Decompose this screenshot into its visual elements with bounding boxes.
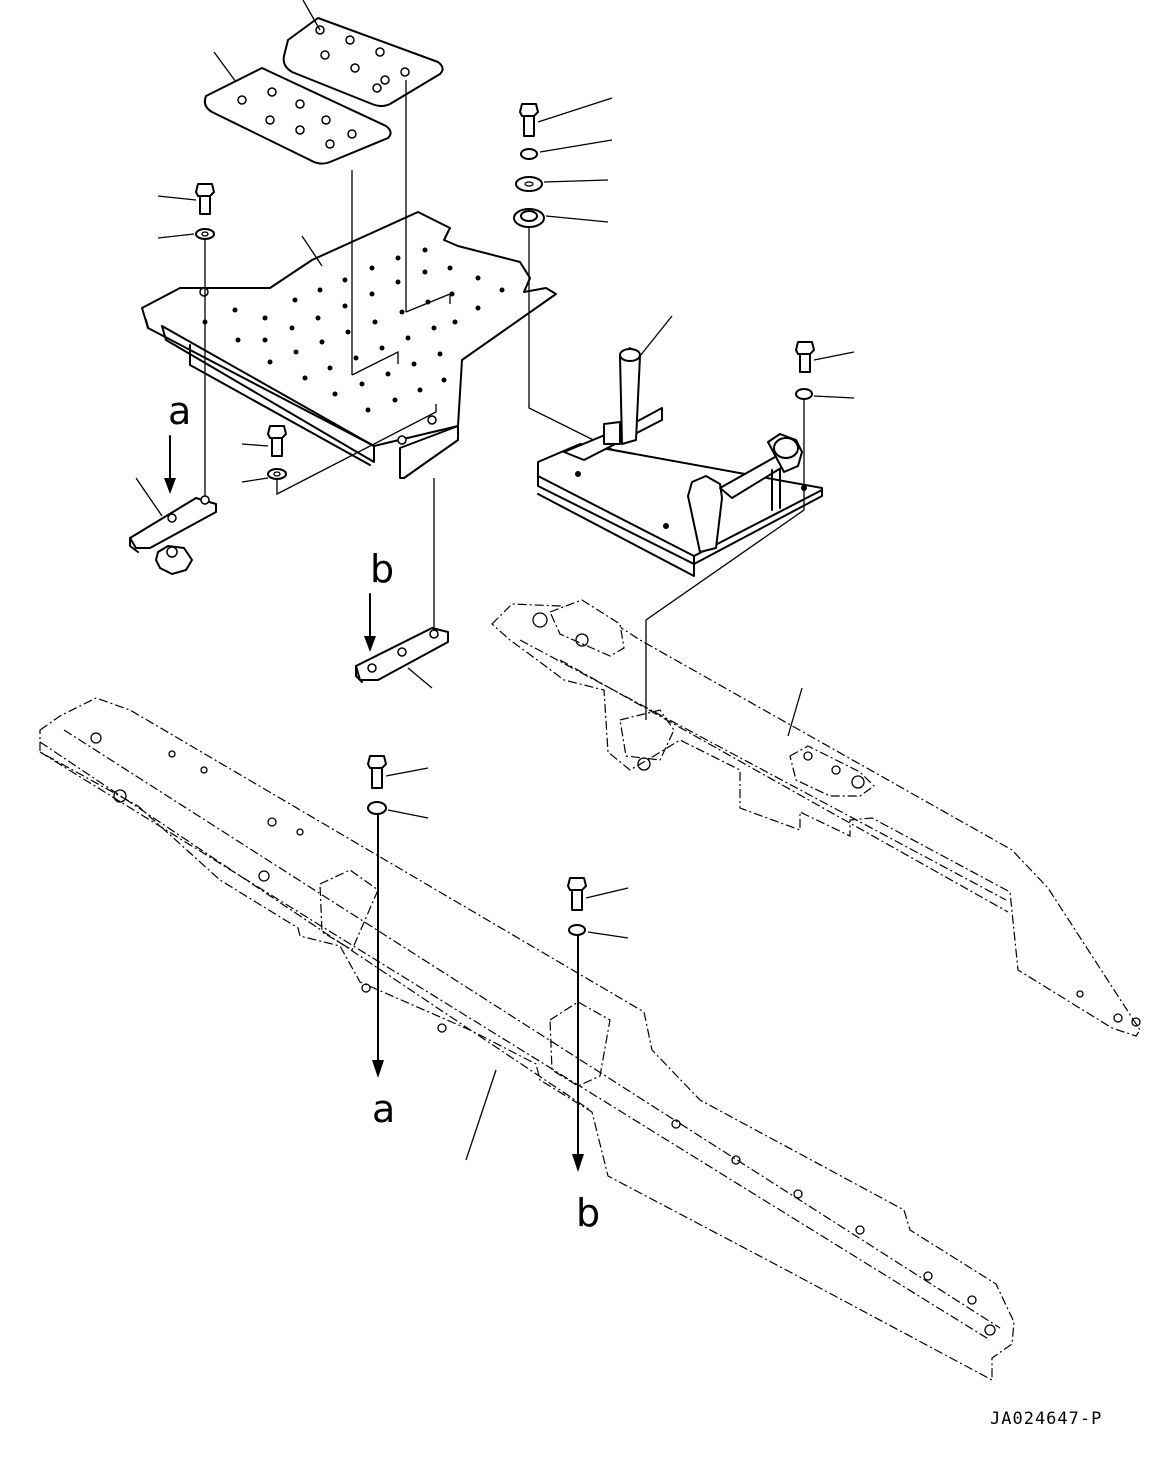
bolt-right-upper (519, 103, 539, 137)
leader-line (537, 97, 613, 123)
view-label-b: b (370, 547, 394, 591)
bracket-a (129, 495, 217, 575)
washer-frame (795, 388, 813, 400)
center-line (645, 400, 805, 720)
support-frame (537, 347, 823, 577)
view-label-a: a (168, 389, 191, 433)
leader-line (543, 179, 609, 183)
view-label-b-lower: b (576, 1191, 600, 1235)
washer-mid (267, 468, 287, 480)
center-line (351, 80, 451, 376)
bolt-frame (795, 341, 815, 373)
leader-line (545, 215, 609, 223)
leader-line (157, 195, 197, 201)
washer-left-upper (195, 228, 215, 240)
washer-lower-a (367, 801, 387, 815)
small-plate-lower (203, 67, 392, 165)
thick-washer (513, 208, 545, 228)
bolt-lower-b (567, 877, 587, 911)
center-line (276, 404, 437, 496)
leader-line (135, 477, 163, 517)
leader-line (213, 51, 237, 83)
leader-line (539, 139, 613, 153)
leader-line (813, 395, 855, 399)
chassis-frame-right (491, 599, 1141, 1037)
small-plate-upper (282, 17, 444, 107)
perforation-holes (202, 247, 505, 413)
leader-line (301, 235, 323, 267)
lock-washer-icon (520, 148, 538, 160)
leader-line (639, 315, 673, 357)
bolt-left-upper (195, 183, 215, 215)
bracket-b (355, 627, 449, 683)
leader-line (157, 233, 195, 239)
leader-line (387, 809, 429, 819)
leader-line (302, 0, 321, 31)
flat-washer (515, 176, 543, 192)
leader-line (813, 351, 855, 361)
leader-line (407, 667, 433, 689)
perforated-floor-plate (141, 211, 557, 479)
leader-line (241, 477, 269, 483)
leader-line (385, 767, 429, 777)
view-label-a-lower: a (372, 1087, 395, 1131)
leader-line (465, 1069, 497, 1161)
washer-lower-b (568, 924, 586, 936)
bolt-mid (267, 425, 287, 457)
reference-code: JA024647-P (990, 1409, 1102, 1429)
bolt-lower-a (367, 755, 387, 789)
leader-line (241, 443, 269, 447)
leader-line (587, 931, 629, 939)
leader-line (585, 887, 629, 899)
chassis-frame-left (39, 697, 1015, 1382)
leader-line (787, 687, 803, 737)
